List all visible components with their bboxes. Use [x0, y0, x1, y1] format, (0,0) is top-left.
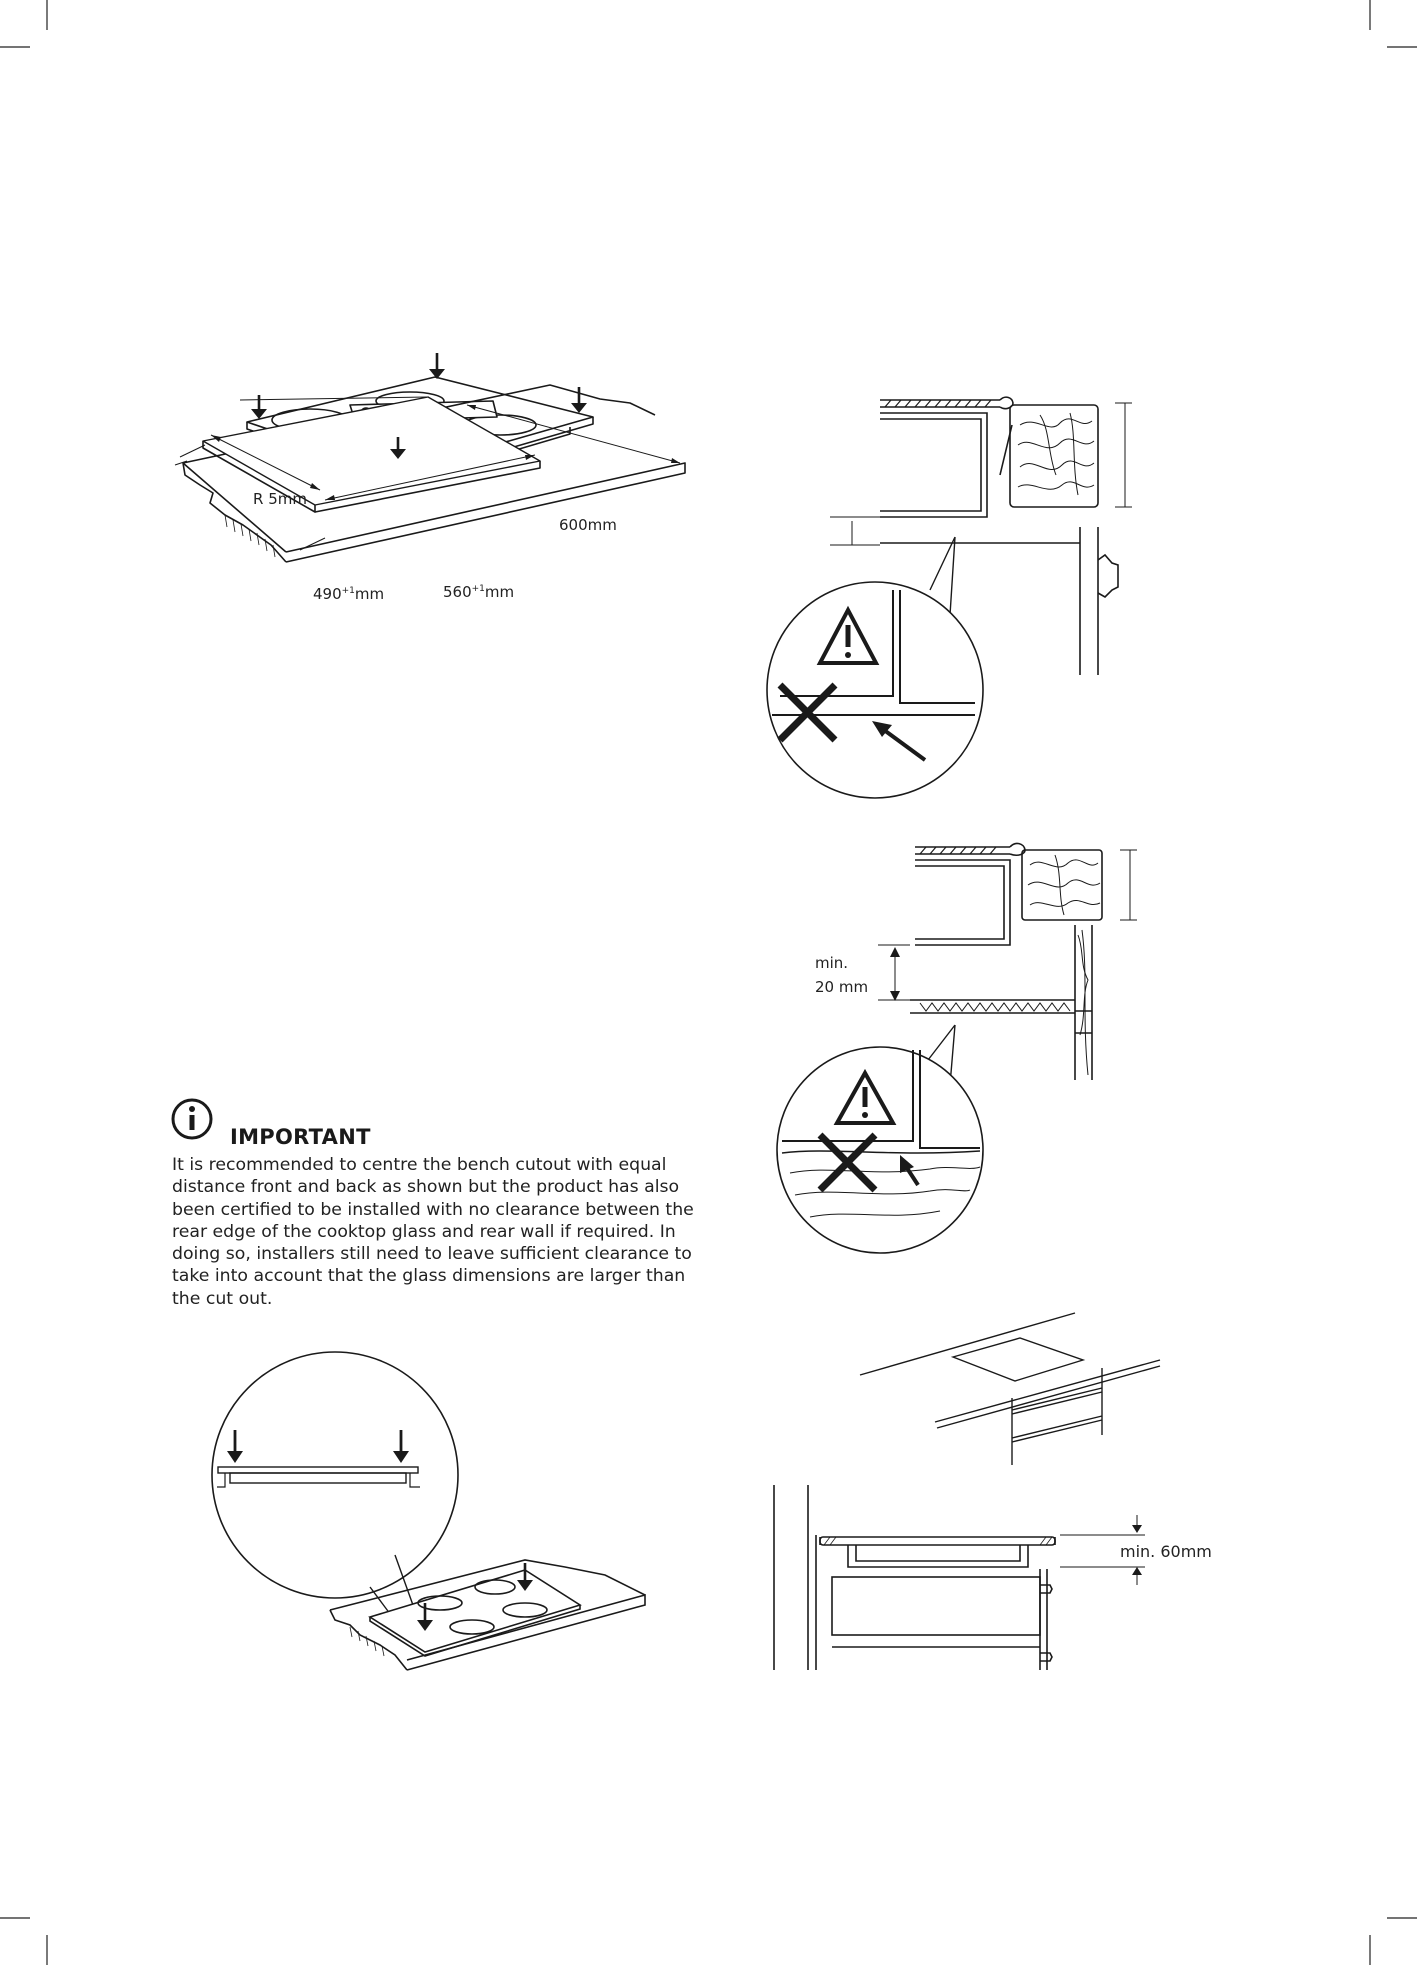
important-body: It is recommended to centre the bench cu…	[172, 1155, 694, 1309]
cut-width-label: 490+1mm	[313, 585, 384, 603]
cut-length-label: 490560+1mm	[443, 583, 514, 601]
min-height-section-diagram: min. 60mm	[773, 1485, 1212, 1670]
warning-triangle-icon	[816, 605, 880, 665]
min-gap-label: 20 mm	[815, 978, 868, 996]
min-gap-section-diagram: min. 20 mm	[776, 842, 1137, 1254]
bench-perspective-diagram	[859, 1312, 1161, 1465]
cross-icon	[777, 682, 838, 743]
arrow-icon	[872, 721, 892, 737]
min-height-label: min. 60mm	[1120, 1542, 1212, 1561]
min-label: min.	[815, 954, 848, 972]
glass-overhang-diagram	[211, 1351, 646, 1671]
info-icon	[171, 1098, 213, 1140]
important-heading: IMPORTANT	[230, 1125, 371, 1149]
depth-label: 600mm	[559, 516, 617, 534]
radius-label: R 5mm	[253, 490, 307, 508]
clearance-section-diagram	[766, 396, 1132, 799]
cutout-dimension-diagram: R 5mm 600mm 490+1mm 490560+1mm	[174, 353, 686, 603]
